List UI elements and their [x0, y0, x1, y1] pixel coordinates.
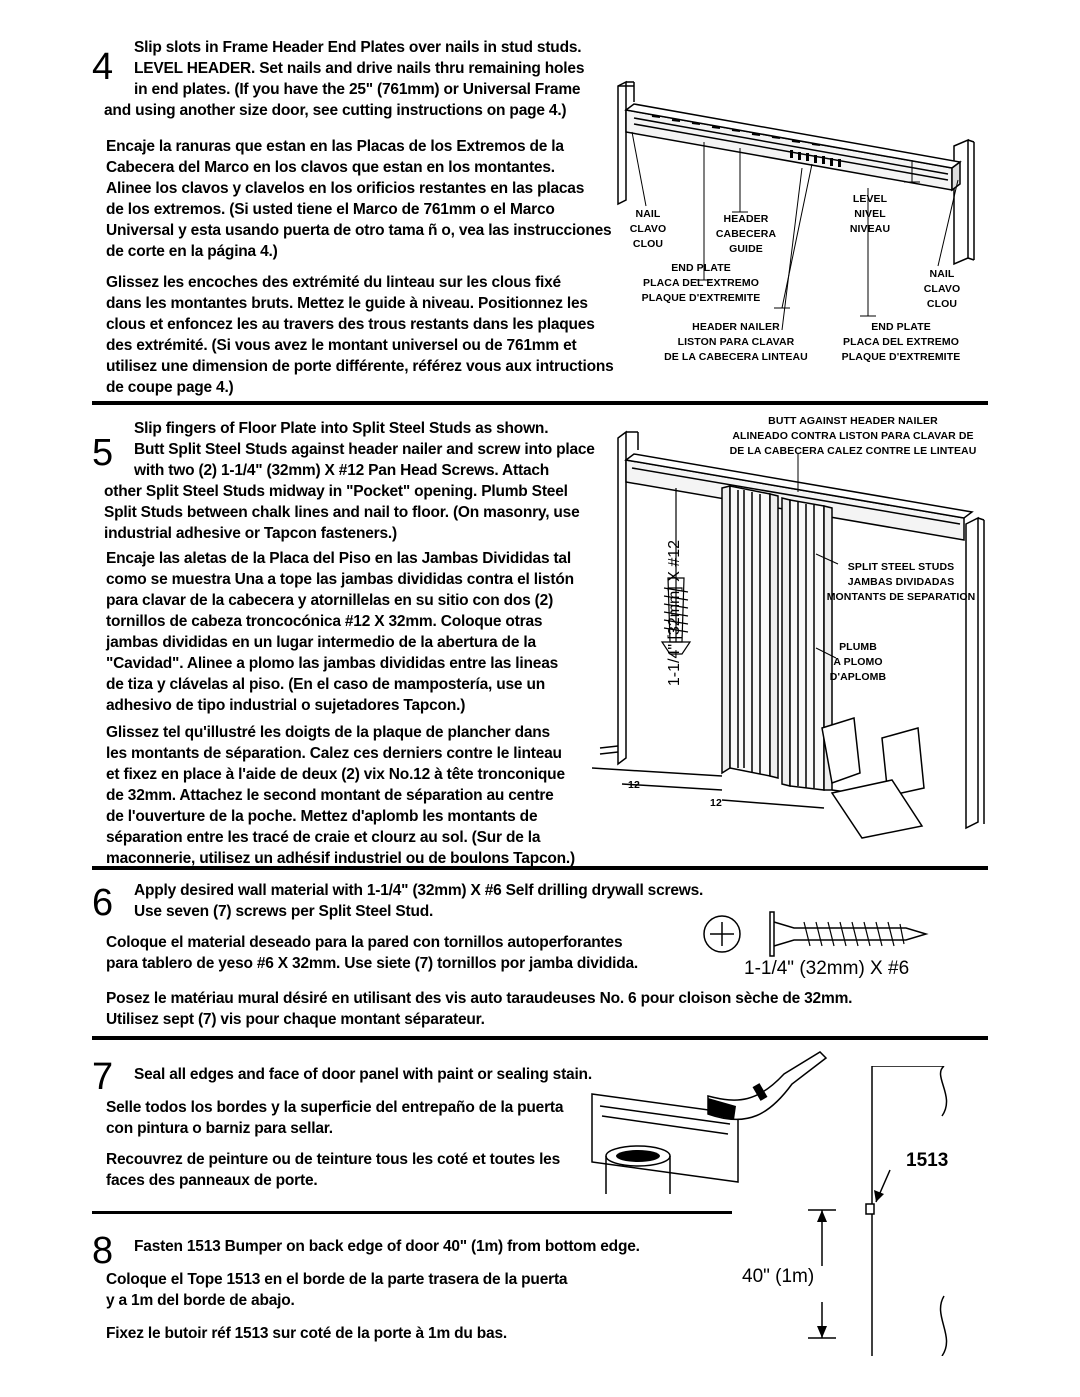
step-4-french: Glissez les encoches des extrémité du li…	[106, 274, 614, 396]
label-end-plate-left: END PLATE PLACA DEL EXTREMO PLAQUE D'EXT…	[641, 262, 761, 304]
dim-label-2: 12	[710, 797, 722, 809]
step-5-french: Glissez tel qu'illustré les doigts de la…	[106, 724, 575, 867]
paint-brush-diagram	[591, 1051, 828, 1194]
label-nail-left: NAIL CLAVO CLOU	[629, 208, 667, 250]
step-8-french: Fixez le butoir réf 1513 sur coté de la …	[106, 1325, 508, 1342]
height-label: 40" (1m)	[742, 1266, 815, 1287]
drywall-screw-diagram	[703, 911, 929, 957]
step-4-number: 4	[92, 46, 114, 88]
step-4-english-cont: and using another size door, see cutting…	[104, 102, 567, 119]
step-7-number: 7	[92, 1056, 114, 1098]
step-4-english: Slip slots in Frame Header End Plates ov…	[134, 39, 585, 98]
step-8-english: Fasten 1513 Bumper on back edge of door …	[134, 1238, 640, 1255]
divider-5-6	[92, 866, 988, 870]
step-6-english: Apply desired wall material with 1-1/4" …	[134, 882, 704, 920]
step-5-number: 5	[92, 432, 114, 474]
step-5-spanish: Encaje las aletas de la Placa del Piso e…	[106, 550, 574, 714]
step-6-number: 6	[92, 882, 114, 924]
door-panel-diagram	[808, 1066, 948, 1356]
label-level: LEVEL NIVEL NIVEAU	[849, 193, 891, 235]
step-7-french: Recouvrez de peinture ou de teinture tou…	[106, 1151, 561, 1189]
divider-6-7	[92, 1036, 988, 1040]
label-end-plate-right: END PLATE PLACA DEL EXTREMO PLAQUE D'EXT…	[841, 321, 961, 363]
label-nail-right: NAIL CLAVO CLOU	[923, 268, 961, 310]
step-5-english: Slip fingers of Floor Plate into Split S…	[134, 420, 595, 479]
bumper-label: 1513	[906, 1150, 949, 1171]
step-7-english: Seal all edges and face of door panel wi…	[134, 1066, 592, 1083]
divider-4-5	[92, 401, 988, 405]
step-8-spanish: Coloque el Tope 1513 en el borde de la p…	[106, 1271, 568, 1309]
step-7-spanish: Selle todos los bordes y la superficie d…	[106, 1099, 564, 1137]
step-4-spanish: Encaje la ranuras que estan en las Placa…	[106, 138, 612, 260]
label-plumb: PLUMB A PLOMO D'APLOMB	[829, 641, 887, 683]
label-butt-against: BUTT AGAINST HEADER NAILER ALINEADO CONT…	[729, 415, 977, 457]
split-stud-diagram	[592, 430, 985, 839]
label-header-guide: HEADER CABECERA GUIDE	[715, 213, 777, 255]
step-6-spanish: Coloque el material deseado para la pare…	[106, 934, 638, 972]
label-header-nailer: HEADER NAILER LISTON PARA CLAVAR DE LA C…	[664, 321, 808, 363]
step-6-french: Posez le matériau mural désiré en utilis…	[106, 990, 853, 1028]
header-frame-diagram	[617, 80, 975, 331]
step-5-english-cont: other Split Steel Studs midway in "Pocke…	[104, 483, 580, 542]
label-split-steel-studs: SPLIT STEEL STUDS JAMBAS DIVIDADAS MONTA…	[826, 561, 976, 603]
drywall-screw-label: 1-1/4" (32mm) X #6	[744, 958, 910, 979]
screw-12-label: 1-1/4" [32mm] X #12	[666, 539, 683, 687]
step-8-number: 8	[92, 1230, 114, 1272]
divider-7-8	[92, 1211, 732, 1214]
dim-label-1: 12	[628, 779, 640, 791]
